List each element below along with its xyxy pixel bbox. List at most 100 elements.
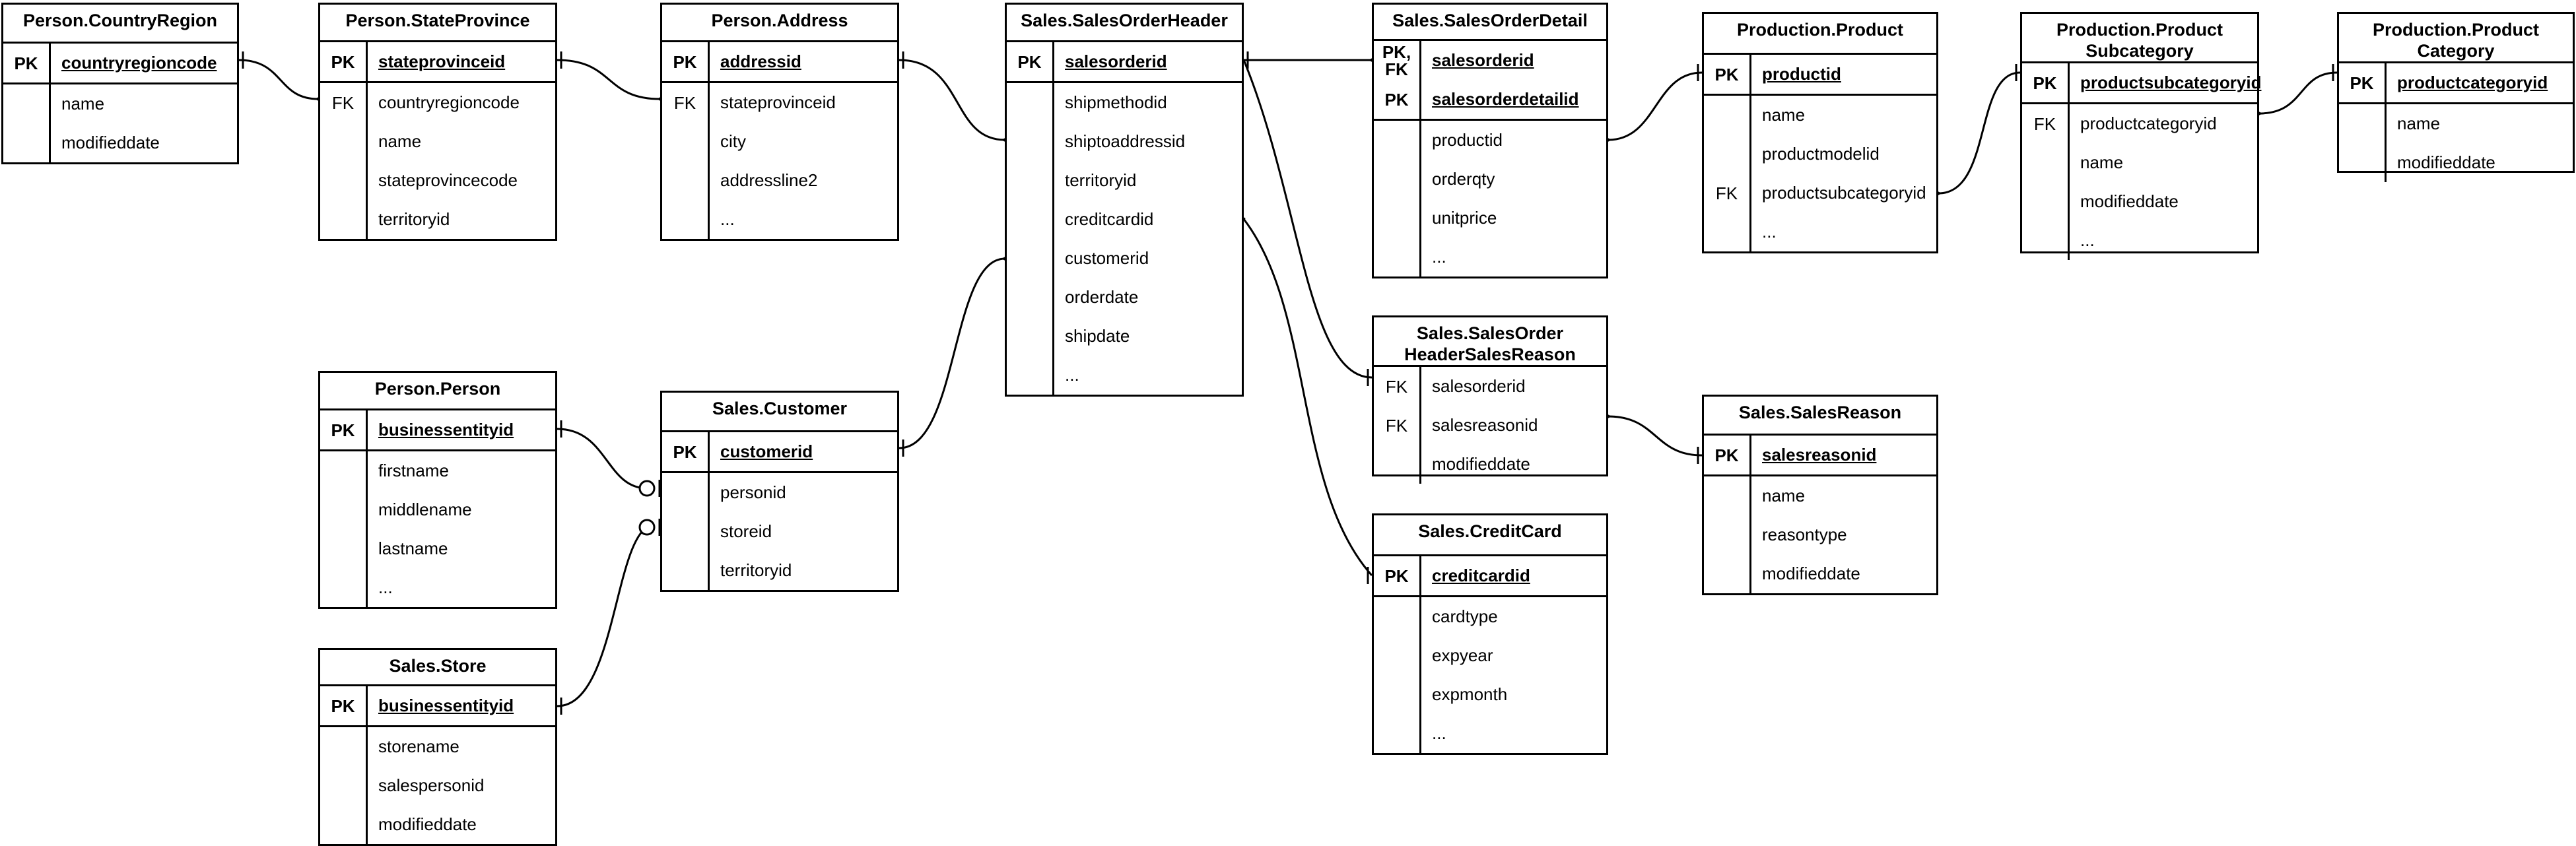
key-tag-empty <box>320 727 366 766</box>
key-tag-empty <box>2022 221 2068 260</box>
key-tag: PK <box>1384 89 1409 110</box>
name-column: productcategoryid <box>2387 63 2573 102</box>
key-tag-empty <box>1007 278 1052 317</box>
name-column: salesorderid <box>1054 42 1242 81</box>
entity-title: Sales.SalesReason <box>1704 397 1936 436</box>
key-tag-empty <box>1704 212 1749 251</box>
key-column: FK <box>1704 96 1751 251</box>
attribute-name: modifieddate <box>2080 191 2179 211</box>
key-tag: FK <box>1385 376 1408 397</box>
attribute-name: addressline2 <box>720 170 818 190</box>
entity-title: Sales.SalesOrder HeaderSalesReason <box>1374 317 1606 367</box>
attribute-name: salesorderid <box>1432 376 1526 396</box>
attribute-name: salespersonid <box>378 775 485 795</box>
key-tag-empty <box>320 122 366 161</box>
key-tag-empty <box>1374 445 1419 484</box>
attribute-name: expyear <box>1432 645 1493 665</box>
attribute-name: salesreasonid <box>1762 445 1877 465</box>
key-tag: PK <box>673 441 697 462</box>
name-column: productsubcategoryid <box>2070 63 2261 102</box>
key-tag: FK <box>673 92 696 113</box>
attribute-name: shipmethodid <box>1065 92 1167 112</box>
attribute-name: modifieddate <box>1432 454 1530 474</box>
key-column <box>1374 121 1421 277</box>
key-tag-empty <box>2022 182 2068 221</box>
rel-salesorderheader-salesorderdetail <box>1244 48 1394 73</box>
key-tag-empty <box>320 568 366 607</box>
key-tag-empty <box>1704 135 1749 174</box>
attribute-name: productcategoryid <box>2080 114 2217 133</box>
attribute-name: name <box>1762 486 1806 505</box>
key-tag: PK <box>331 51 355 72</box>
key-column: PK <box>1374 556 1421 595</box>
key-tag: PK <box>14 53 38 73</box>
key-tag-empty <box>1374 160 1419 199</box>
attribute-name: countryregioncode <box>378 92 520 112</box>
key-column: PK <box>320 686 368 725</box>
key-column: PK <box>3 44 51 82</box>
entity-title: Sales.SalesOrderDetail <box>1374 5 1606 41</box>
key-column <box>1374 597 1421 753</box>
attribute-name: customerid <box>720 441 813 461</box>
key-tag-empty <box>320 161 366 200</box>
key-column <box>3 84 51 162</box>
key-tag-empty <box>320 805 366 844</box>
entity-title: Person.StateProvince <box>320 5 555 42</box>
attribute-name: ... <box>1432 723 1446 743</box>
attribute-name: name <box>61 94 105 114</box>
key-tag-empty <box>320 451 366 490</box>
attribute-name: productmodelid <box>1762 144 1880 164</box>
key-tag-empty <box>1007 356 1052 395</box>
attribute-name: lastname <box>378 538 448 558</box>
key-tag-empty <box>320 490 366 529</box>
key-column <box>1704 476 1751 593</box>
key-column: FK <box>662 83 710 239</box>
key-tag: FK <box>331 92 355 113</box>
key-tag: PK, FK <box>1382 42 1411 79</box>
key-column: PK <box>320 42 368 81</box>
key-tag-empty <box>662 161 708 200</box>
attribute-name: shipdate <box>1065 326 1130 346</box>
key-tag: PK <box>673 51 697 72</box>
key-column: PK <box>1007 42 1054 81</box>
entity-title: Sales.CreditCard <box>1374 515 1606 556</box>
attribute-name: name <box>2080 152 2124 172</box>
